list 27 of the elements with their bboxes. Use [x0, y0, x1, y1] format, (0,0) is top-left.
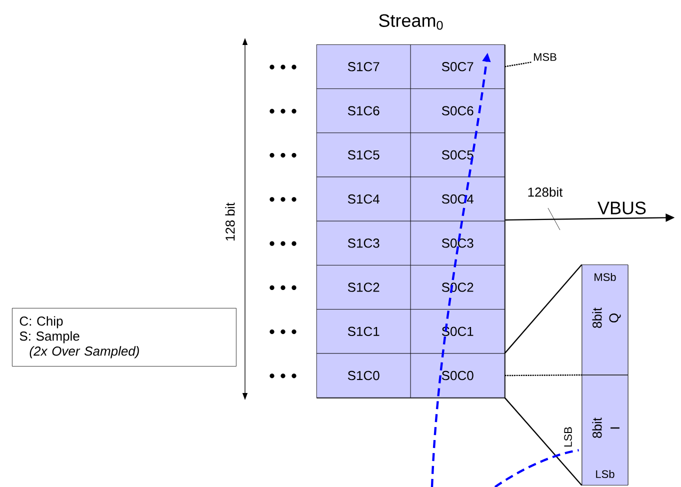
grid-cell: S1C7 — [316, 44, 411, 89]
grid-cell: S1C5 — [316, 132, 411, 178]
grid-cell: S1C2 — [316, 265, 411, 310]
bit-label: LSB — [564, 427, 572, 446]
grid-cell: S0C6 — [410, 88, 505, 134]
grid-cell: S1C6 — [316, 88, 411, 134]
grid-cell: S0C3 — [410, 220, 505, 266]
grid-cell: S0C5 — [410, 132, 505, 178]
connector — [504, 264, 582, 354]
register-cell: MSb 8bit Q — [582, 264, 628, 375]
connector — [504, 374, 582, 376]
bit-label: MSB — [534, 53, 556, 61]
register-cell: 8bit I LSb — [582, 375, 628, 486]
grid-cell: S0C1 — [410, 309, 505, 354]
dimension-label: 128 bit — [225, 202, 235, 241]
legend-box: C: Chip S: Sample (2x Over Sampled) — [12, 308, 236, 366]
grid-cell: S1C0 — [316, 353, 411, 398]
edge-label: 128bit — [526, 186, 564, 198]
grid-cell: S1C4 — [316, 176, 411, 222]
connector — [504, 62, 532, 68]
grid-cell: S1C1 — [316, 309, 411, 354]
grid-cell: S0C7 — [410, 44, 505, 89]
grid-cell: S1C3 — [316, 220, 411, 266]
connector — [504, 397, 582, 486]
bus-label: VBUS — [598, 202, 646, 214]
grid-title: Stream$_{0}$ — [379, 14, 443, 30]
grid-cell: S0C0 — [410, 353, 505, 398]
